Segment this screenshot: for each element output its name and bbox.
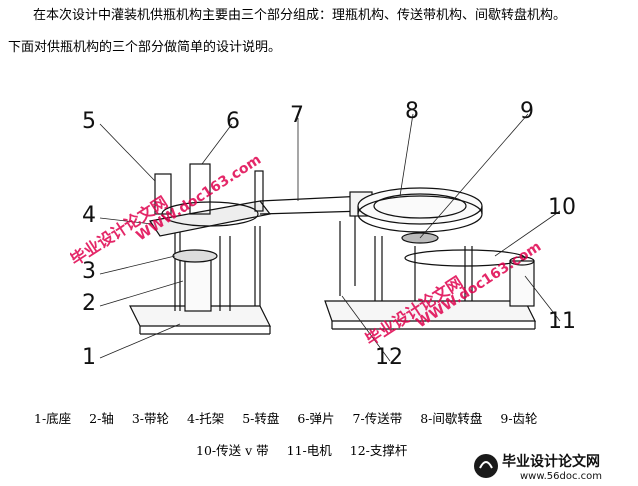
legend-item: 10-传送 v 带 (196, 443, 269, 458)
callout-6: 6 (226, 109, 240, 134)
callout-11: 11 (548, 309, 576, 334)
legend-item: 1-底座 (34, 411, 72, 426)
callout-9: 9 (520, 99, 534, 124)
callout-8: 8 (405, 99, 419, 124)
callout-4: 4 (82, 203, 96, 228)
callout-10: 10 (548, 195, 576, 220)
legend-item: 9-齿轮 (500, 411, 538, 426)
legend-item: 2-轴 (89, 411, 114, 426)
legend-row-1: 1-底座 2-轴 3-带轮 4-托架 5-转盘 6-弹片 7-传送带 8-间歇转… (34, 408, 552, 427)
callout-2: 2 (82, 291, 96, 316)
legend-item: 3-带轮 (131, 411, 170, 426)
legend-item: 5-转盘 (242, 411, 280, 426)
watermark-logo: 毕业设计论文网 www.56doc.com (474, 453, 602, 482)
svg-text:www.56doc.com: www.56doc.com (520, 471, 602, 482)
svg-text:毕业设计论文网: 毕业设计论文网 (502, 453, 600, 470)
legend-row-2: 10-传送 v 带 11-电机 12-支撑杆 (196, 440, 421, 459)
callout-1: 1 (82, 345, 96, 364)
legend-item: 7-传送带 (352, 411, 403, 426)
bottle-feeding-mechanism-drawing: 1 2 3 4 5 6 7 8 9 10 11 12 毕业设计论文网 WWW.d… (70, 99, 576, 364)
legend-item: 12-支撑杆 (349, 443, 408, 458)
callout-5: 5 (82, 109, 96, 134)
legend-item: 11-电机 (286, 443, 332, 458)
legend-item: 4-托架 (187, 411, 225, 426)
callout-3: 3 (82, 259, 96, 284)
legend-item: 8-间歇转盘 (420, 411, 483, 426)
description-paragraph: 下面对供瓶机构的三个部分做简单的设计说明。 (8, 40, 282, 55)
legend-item: 6-弹片 (297, 411, 335, 426)
callout-7: 7 (290, 103, 304, 128)
callout-12: 12 (375, 345, 403, 364)
intro-paragraph: 在本次设计中灌装机供瓶机构主要由三个部分组成：理瓶机构、传送带机构、间歇转盘机构… (33, 8, 567, 23)
